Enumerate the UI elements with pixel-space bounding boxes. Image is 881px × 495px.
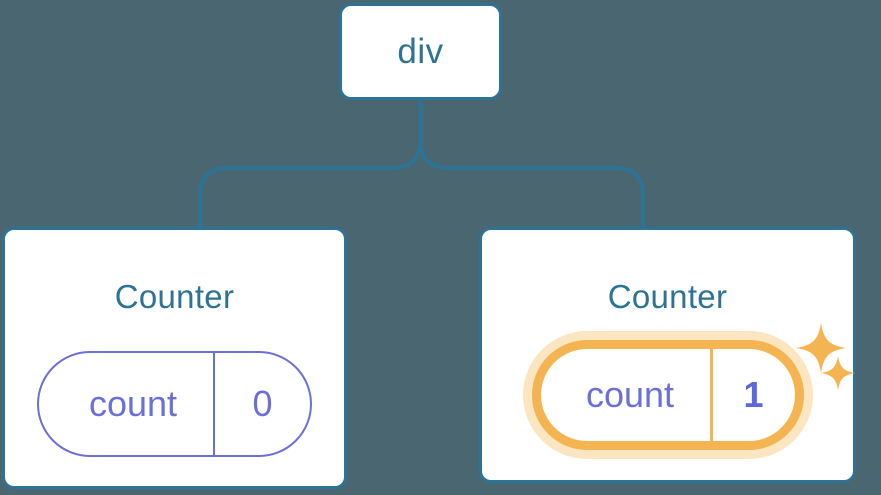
connector-left [198, 98, 423, 229]
state-pill-right[interactable]: count 1 [531, 340, 804, 450]
state-pill-left-value: 0 [252, 383, 273, 424]
node-counter-right-title: Counter [607, 278, 728, 315]
state-pill-right-wrapper: count 1 [482, 340, 853, 450]
node-div[interactable]: div [339, 3, 502, 100]
node-counter-left[interactable]: Counter count 0 [2, 227, 347, 489]
state-pill-left-key: count [39, 353, 215, 455]
state-pill-left-wrapper: count 0 [5, 351, 344, 457]
node-counter-right[interactable]: Counter count 1 [479, 227, 856, 483]
state-pill-right-key: count [541, 349, 713, 441]
state-pill-right-value: 1 [743, 374, 764, 415]
node-div-label: div [397, 32, 444, 71]
connector-right [418, 98, 645, 229]
state-pill-left[interactable]: count 0 [37, 351, 312, 457]
node-counter-left-title: Counter [114, 278, 235, 315]
